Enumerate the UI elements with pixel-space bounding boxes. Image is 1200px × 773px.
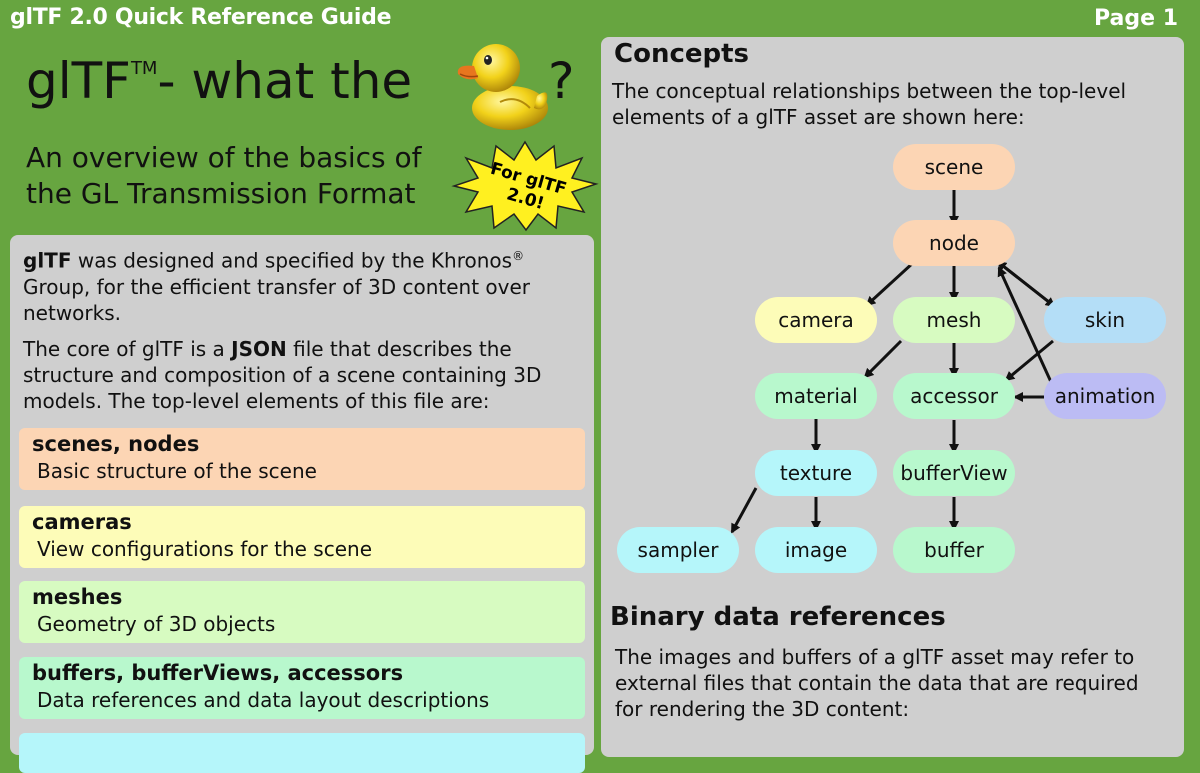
intro-p2-rest: file that describes the structure and co…	[23, 336, 542, 413]
binary-text-line-1: The images and buffers of a glTF asset m…	[615, 645, 1135, 669]
diagram-node-scene: scene	[893, 144, 1015, 190]
arrow-texture-sampler	[730, 487, 758, 534]
binary-heading: Binary data references	[610, 602, 946, 632]
hero-question-mark: ?	[548, 52, 575, 110]
intro-p1-text: was designed and specified by the Khrono…	[71, 248, 513, 273]
arrow-skin-accessor	[1004, 339, 1054, 382]
element-description: Geometry of 3D objects	[37, 612, 276, 636]
element-description: Data references and data layout descript…	[37, 688, 490, 712]
concepts-panel: Concepts The conceptual relationships be…	[601, 37, 1184, 757]
intro-p1-rest: Group, for the efficient transfer of 3D …	[23, 274, 531, 325]
diagram-node-mesh: mesh	[893, 297, 1015, 343]
for-gltf-2-badge: For glTF 2.0!	[451, 140, 599, 232]
diagram-node-accessor: accessor	[893, 373, 1015, 419]
subtitle: An overview of the basics of the GL Tran…	[26, 140, 422, 212]
diagram-node-node: node	[893, 220, 1015, 266]
subtitle-line-1: An overview of the basics of	[26, 141, 422, 174]
intro-json-bold: JSON	[231, 336, 287, 361]
concepts-diagram-arrows	[730, 190, 1056, 534]
header-bar: glTF 2.0 Quick Reference Guide Page 1	[0, 0, 1200, 40]
concepts-heading: Concepts	[614, 39, 750, 69]
registered-symbol: ®	[512, 249, 525, 263]
diagram-node-bufferview: bufferView	[893, 450, 1015, 496]
intro-panel: glTF was designed and specified by the K…	[10, 235, 594, 773]
diagram-node-image: image	[755, 527, 877, 573]
diagram-node-texture: texture	[755, 450, 877, 496]
hero-title: glTFTM- what the	[26, 52, 412, 110]
guide-title: glTF 2.0 Quick Reference Guide	[10, 5, 392, 30]
element-box-buffers: buffers, bufferViews, accessors Data ref…	[19, 657, 585, 719]
element-box-partial	[19, 733, 585, 773]
arrow-skin-node	[996, 260, 1055, 308]
element-description: View configurations for the scene	[37, 537, 372, 561]
intro-paragraph-1: glTF was designed and specified by the K…	[23, 243, 583, 326]
hero-what-the: - what the	[157, 52, 413, 110]
intro-p2-start: The core of glTF is a	[23, 336, 232, 361]
diagram-node-skin: skin	[1044, 297, 1166, 343]
trademark-symbol: TM	[130, 58, 158, 79]
concepts-text-line-2: elements of a glTF asset are shown here:	[612, 105, 1025, 129]
diagram-node-material: material	[755, 373, 877, 419]
element-name: buffers, bufferViews, accessors	[32, 661, 404, 685]
element-name: scenes, nodes	[32, 432, 200, 456]
rubber-duck-icon	[457, 44, 548, 130]
element-name: cameras	[32, 510, 132, 534]
starburst-shape	[451, 140, 599, 232]
binary-text-line-2: external files that contain the data tha…	[615, 671, 1139, 695]
element-box-meshes: meshes Geometry of 3D objects	[19, 581, 585, 643]
diagram-node-camera: camera	[755, 297, 877, 343]
element-name: meshes	[32, 585, 123, 609]
arrow-node-camera	[865, 260, 916, 307]
diagram-node-sampler: sampler	[617, 527, 739, 573]
element-box-cameras: cameras View configurations for the scen…	[19, 506, 585, 568]
page-number: Page 1	[1093, 6, 1178, 31]
concepts-text-line-1: The conceptual relationships between the…	[612, 79, 1127, 103]
diagram-node-animation: animation	[1044, 373, 1166, 419]
intro-gltf-bold: glTF	[23, 248, 72, 273]
arrow-animation-node	[997, 266, 1053, 383]
subtitle-line-2: the GL Transmission Format	[26, 177, 416, 210]
element-description: Basic structure of the scene	[37, 459, 317, 483]
binary-text-line-3: for rendering the 3D content:	[615, 697, 910, 721]
intro-paragraph-2: The core of glTF is a JSON file that des…	[23, 336, 583, 414]
intro-text: glTF was designed and specified by the K…	[23, 243, 583, 424]
arrow-mesh-material	[863, 339, 903, 379]
diagram-node-buffer: buffer	[893, 527, 1015, 573]
hero-gltf: glTF	[26, 52, 131, 110]
element-box-scenes-nodes: scenes, nodes Basic structure of the sce…	[19, 428, 585, 490]
